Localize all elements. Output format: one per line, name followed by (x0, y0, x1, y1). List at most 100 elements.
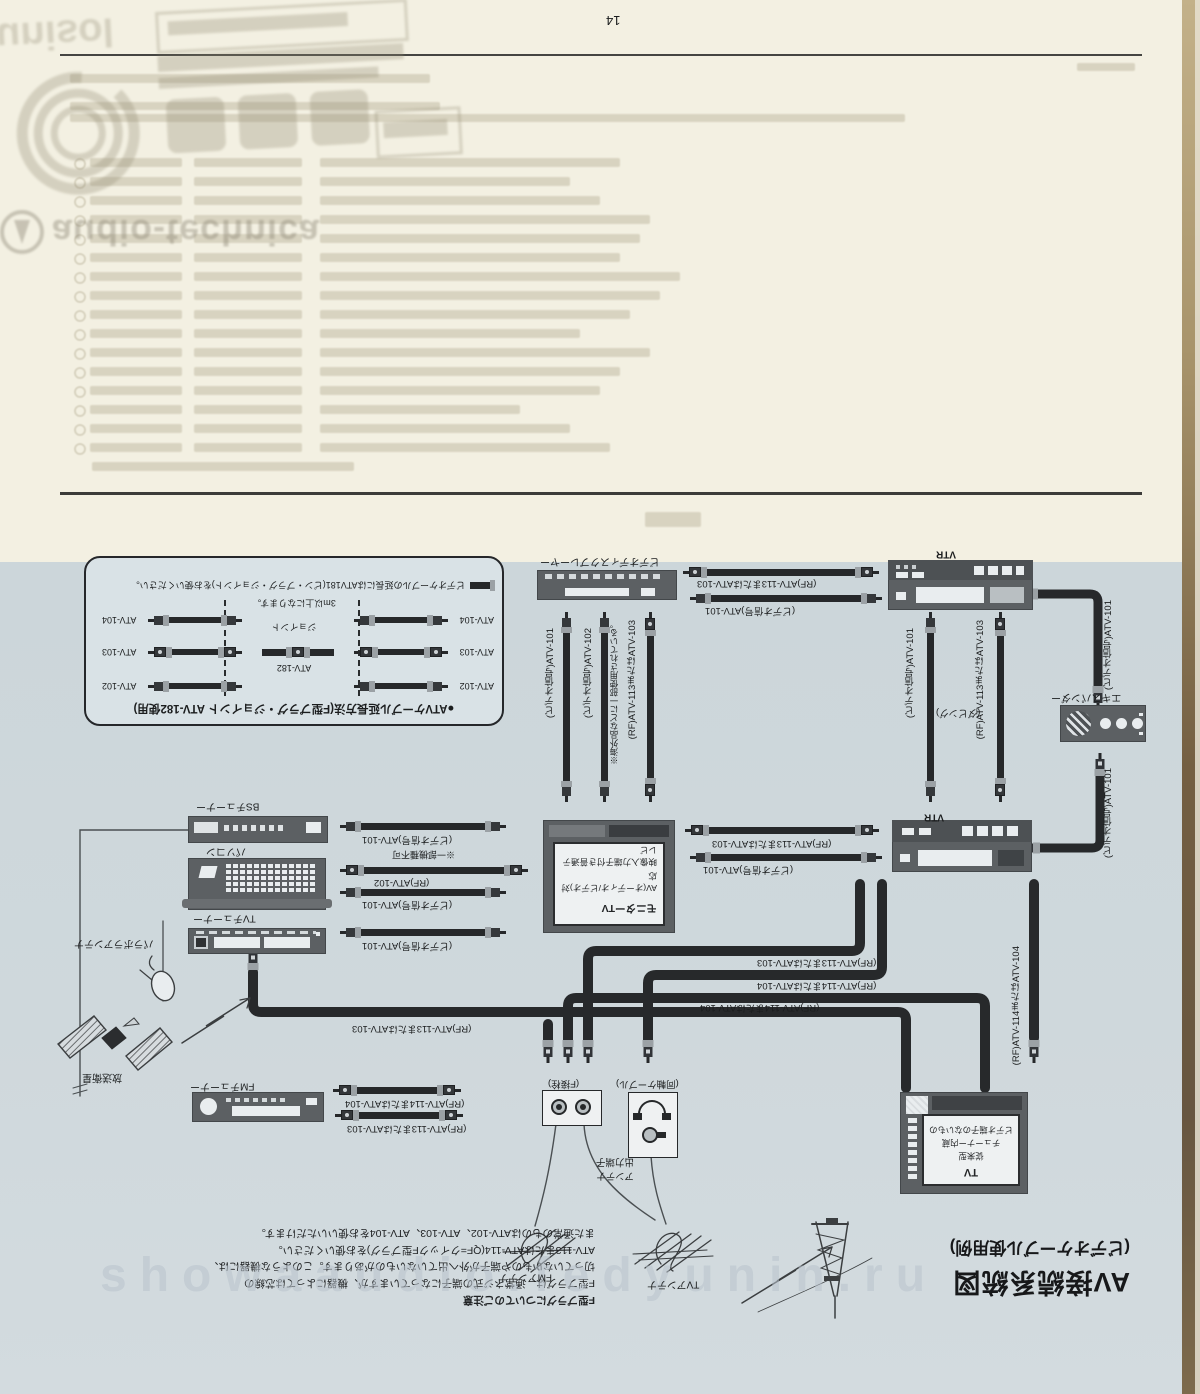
ghost-text-line (1077, 63, 1135, 71)
plug-tip (876, 596, 882, 600)
label-v102: (ビデオ信号)ATV-102 (583, 628, 594, 719)
ghost-phone (194, 348, 302, 357)
ghost-phone (194, 272, 302, 281)
device-detail (908, 1118, 917, 1182)
cable-plug (560, 627, 572, 633)
plug-tip (648, 796, 652, 802)
ghost-address (320, 443, 610, 452)
ghost-bullet (74, 367, 86, 379)
legend-cable-name: ATV-103 (459, 647, 494, 658)
cable-body (926, 633, 934, 781)
legend-cable-part (430, 647, 442, 658)
cable-rf102 (340, 864, 528, 876)
legend-joint-label: ジョイント (271, 622, 317, 632)
ghost-dealer-name (90, 177, 182, 186)
legend-cable-part (166, 647, 172, 658)
device-detail (896, 592, 906, 600)
label-rf114: (RF)ATV-114またはATV-104 (1011, 946, 1022, 1066)
coax-plug-icon (642, 1127, 658, 1143)
label-pc: パソコン (206, 845, 246, 857)
device-detail (226, 1098, 286, 1102)
device-detail (214, 937, 260, 948)
cable-plug (925, 618, 935, 627)
ghost-address (320, 158, 620, 167)
legend-cable (148, 647, 242, 658)
cable-plug (701, 566, 707, 578)
cable-plug (995, 618, 1005, 630)
cable-rf113 (335, 1109, 463, 1121)
cable-plug (855, 824, 861, 836)
cable-plug (861, 592, 867, 604)
legend-cable-part (148, 685, 154, 688)
label-v101: (ビデオ信号)ATV-101 (905, 628, 916, 719)
legend-cable-part (236, 651, 242, 654)
plug-tip (876, 855, 882, 859)
ghost-dealer-name (90, 443, 182, 452)
device-detail (224, 825, 284, 831)
device-detail (1116, 718, 1127, 729)
plug-tip (335, 1113, 341, 1117)
label-note_overseas: ※海外品などに一部使用されている。 (609, 620, 619, 765)
device-detail (1139, 732, 1143, 735)
device-detail (226, 864, 316, 892)
label-parabola: パラボラアンテナ (74, 937, 154, 949)
cable-plug (995, 784, 1005, 796)
legend-cable-name: ATV-102 (102, 681, 137, 692)
plug-tip (928, 796, 932, 802)
cable-plug (504, 864, 510, 876)
cable-plug (867, 593, 876, 603)
ghost-phone (194, 215, 302, 224)
cable-plug (355, 926, 361, 938)
cable-atv101-v (560, 612, 572, 802)
device-detail (1139, 713, 1143, 716)
legend-cable-part (154, 682, 163, 691)
label-v101: (ビデオ信号)ATV-101 (362, 939, 453, 951)
ghost-dealer-name (90, 405, 182, 414)
page-edge-highlight (1195, 0, 1200, 1394)
cable-body (646, 636, 654, 778)
label-vtr: VTR (924, 811, 944, 823)
ghost-dealer-name (90, 386, 182, 395)
label-dub: (ダビング) (936, 706, 981, 718)
ghost-dealer-name (90, 158, 182, 167)
f-connector-pin (580, 1104, 586, 1110)
cable-plug (599, 618, 609, 627)
plug-tip (998, 612, 1002, 618)
plug-tip (457, 1113, 463, 1117)
ghost-phone (194, 253, 302, 262)
ghost-phone (194, 367, 302, 376)
f-connector-icon (551, 1099, 567, 1115)
ghost-phone (194, 234, 302, 243)
legend-title: ●ATVケーブル延長方法(F型プラグ・ジョイント ATV-182使用) (133, 702, 455, 714)
cable-atv101 (340, 926, 506, 938)
cable-plug (445, 1110, 457, 1120)
plug-tip (648, 612, 652, 618)
coax-socket (662, 1113, 671, 1120)
cable-plug (861, 825, 873, 835)
label-rf114: (RF)ATV-114またはATV-104 (345, 1097, 465, 1109)
label-vtr: VTR (936, 548, 956, 560)
legend-cable-part (236, 685, 242, 688)
cable-body (711, 594, 861, 602)
label-v101: (ビデオ信号)ATV-101 (545, 628, 556, 719)
cable-plug (491, 927, 500, 937)
ghost-text-line (70, 74, 430, 83)
cable-plug (703, 824, 709, 836)
plug-tip (333, 1088, 339, 1092)
tv-screen-line: ビデオ端子のないもの (929, 1125, 1013, 1135)
label-tv_ant: TVアンテナ (647, 1278, 700, 1290)
ghost-dealer-name (90, 348, 182, 357)
cable-body (364, 866, 504, 874)
ghost-dealer-name (90, 329, 182, 338)
tv-screen-line: チューナー内蔵 (941, 1138, 1001, 1148)
vtr-deck-top (888, 560, 1033, 610)
ghost-bullet (74, 310, 86, 322)
legend-cable-part (375, 683, 427, 690)
label-rf114: (RF)ATV-114またはATV-104 (757, 979, 877, 991)
plug-tip (340, 824, 346, 828)
ghost-bullet (74, 405, 86, 417)
legend-joint-name: ATV-182 (276, 663, 312, 673)
cable-plug (598, 781, 610, 787)
plug-tip (928, 612, 932, 618)
